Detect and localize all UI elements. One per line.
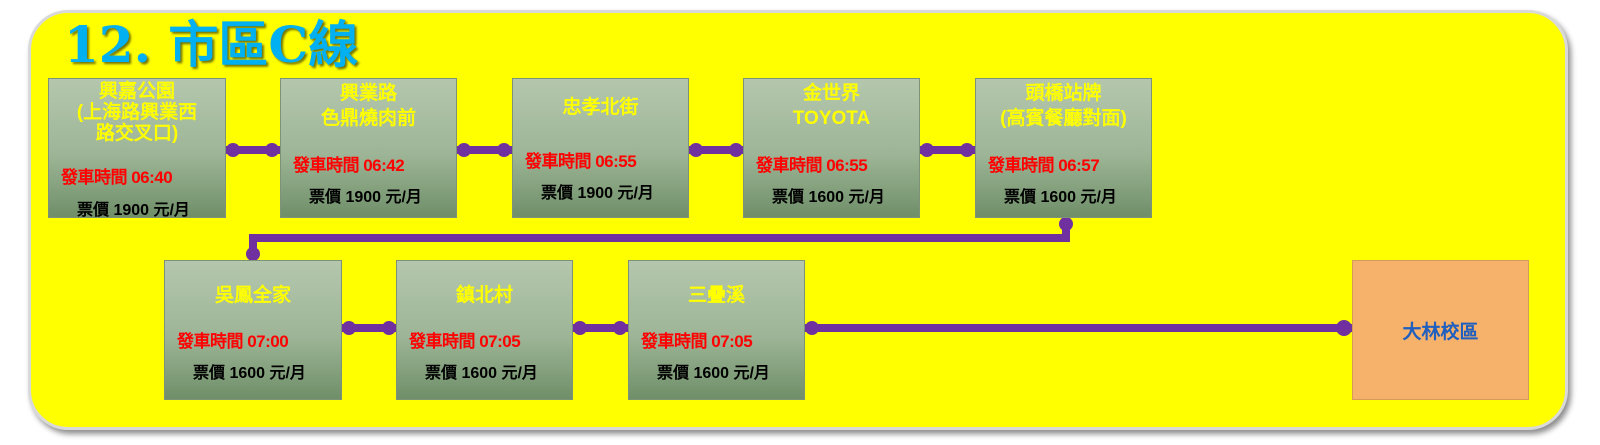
- ticket-price: 票價 1900 元/月: [541, 185, 654, 202]
- ticket-price: 票價 1600 元/月: [772, 189, 885, 206]
- departure-time: 發車時間 07:00: [177, 332, 289, 351]
- ticket-price: 票價 1600 元/月: [425, 365, 538, 382]
- connector-dot: [729, 143, 743, 157]
- stop-card-5[interactable]: 頭橋站牌 (高賓餐廳對面) 發車時間 06:57 票價 1600 元/月: [975, 78, 1152, 218]
- stop-card-1[interactable]: 興嘉公園 (上海路興業西 路交叉口) 發車時間 06:40 票價 1900 元/…: [48, 78, 226, 219]
- stop-name: 三疊溪: [687, 285, 745, 306]
- connector-dot: [457, 143, 471, 157]
- stop-card-3[interactable]: 忠孝北街 發車時間 06:55 票價 1900 元/月: [512, 78, 689, 218]
- departure-time: 發車時間 06:55: [525, 152, 637, 171]
- departure-time: 發車時間 06:42: [293, 156, 405, 175]
- destination-box[interactable]: 大林校區: [1352, 260, 1529, 400]
- stop-name: 鎮北村: [455, 285, 513, 306]
- connector-dot: [960, 143, 974, 157]
- connector-dot: [382, 321, 396, 335]
- departure-time: 發車時間 06:40: [61, 168, 173, 187]
- stop-card-7[interactable]: 鎮北村 發車時間 07:05 票價 1600 元/月: [396, 260, 573, 400]
- stop-name: 忠孝北街: [562, 97, 639, 118]
- connector-dot: [497, 143, 511, 157]
- stop-name: 頭橋站牌 (高賓餐廳對面): [1000, 83, 1127, 129]
- connector-dot: [265, 143, 279, 157]
- stop-card-4[interactable]: 金世界 TOYOTA 發車時間 06:55 票價 1600 元/月: [743, 78, 920, 218]
- connector-dot: [573, 321, 587, 335]
- departure-time: 發車時間 07:05: [641, 332, 753, 351]
- stop-name: 金世界 TOYOTA: [792, 83, 871, 129]
- row-transfer-line: [249, 218, 1070, 260]
- connector-dot: [805, 321, 819, 335]
- stop-name: 興嘉公園 (上海路興業西 路交叉口): [76, 81, 198, 144]
- stop-name: 吳鳳全家: [214, 285, 291, 306]
- departure-time: 發車時間 06:57: [988, 156, 1100, 175]
- route-title: 12. 市區C線: [64, 15, 359, 74]
- connector-dot: [920, 143, 934, 157]
- destination-name: 大林校區: [1402, 321, 1479, 343]
- departure-time: 發車時間 07:05: [409, 332, 521, 351]
- connector-dot: [342, 321, 356, 335]
- stop-card-6[interactable]: 吳鳳全家 發車時間 07:00 票價 1600 元/月: [164, 260, 342, 400]
- connector-dot: [689, 143, 703, 157]
- connector-dot: [226, 143, 240, 157]
- stop-card-2[interactable]: 興業路 色鼎燒肉前 發車時間 06:42 票價 1900 元/月: [280, 78, 457, 218]
- connector-dot: [246, 247, 260, 261]
- ticket-price: 票價 1900 元/月: [77, 202, 190, 219]
- ticket-price: 票價 1600 元/月: [193, 365, 306, 382]
- ticket-price: 票價 1600 元/月: [1004, 189, 1117, 206]
- ticket-price: 票價 1600 元/月: [657, 365, 770, 382]
- departure-time: 發車時間 06:55: [756, 156, 868, 175]
- stop-name: 興業路 色鼎燒肉前: [320, 83, 416, 129]
- connector-dot: [1059, 217, 1073, 231]
- ticket-price: 票價 1900 元/月: [309, 189, 422, 206]
- connector-dot: [613, 321, 627, 335]
- stop-card-8[interactable]: 三疊溪 發車時間 07:05 票價 1600 元/月: [628, 260, 805, 400]
- connector-dot: [1336, 320, 1352, 336]
